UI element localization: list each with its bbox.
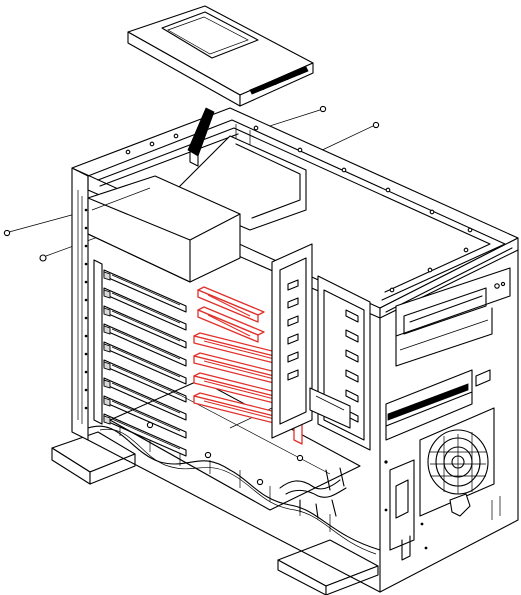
internal-cables	[279, 467, 347, 519]
optical-drive	[395, 267, 511, 367]
frame-hole	[253, 125, 259, 131]
frame-hole	[173, 133, 179, 139]
rear-vent-dot	[84, 334, 88, 338]
rear-vent-dot	[84, 352, 88, 356]
rear-vent-dot	[84, 226, 88, 230]
rear-slot-covers	[103, 269, 187, 457]
pci-slot-1	[197, 286, 265, 323]
frame-hole	[427, 267, 433, 273]
frame-hole	[297, 147, 303, 153]
rear-slot-cover-8	[103, 395, 187, 439]
rear-slot-cover-3	[103, 305, 187, 349]
drive-cage	[271, 243, 371, 451]
cage-slot-right	[345, 369, 359, 383]
rear-vent-dot	[84, 244, 88, 248]
cage-slot-left	[287, 369, 299, 381]
front-panel-lower	[384, 459, 501, 561]
pci-slot-2	[197, 306, 265, 343]
motherboard-tray	[109, 379, 361, 511]
rear-vent-dot	[84, 370, 88, 374]
cage-slot-right	[345, 309, 359, 323]
rear-vent-dot	[84, 280, 88, 284]
cage-slot-right	[345, 389, 359, 403]
rear-slot-cover-9	[103, 413, 187, 457]
drive-connector	[249, 66, 309, 95]
rear-slot-cover-1	[103, 269, 187, 313]
screw-top-2	[317, 121, 380, 153]
frame-hole	[341, 167, 347, 173]
rear-vent-dot	[84, 388, 88, 392]
cage-slot-left	[287, 315, 299, 327]
front-foot-left	[51, 431, 136, 485]
rear-slot-cover-7	[103, 377, 187, 421]
cage-slot-left	[287, 351, 299, 363]
hard-drive	[127, 5, 314, 107]
cage-slot-right	[345, 329, 359, 343]
rear-slot-cover-5	[103, 341, 187, 385]
rear-vent-dot	[84, 262, 88, 266]
cage-slot-left	[287, 333, 299, 345]
frame-holes	[125, 125, 473, 293]
floppy-bay	[385, 369, 491, 441]
frame-hole	[429, 209, 435, 215]
rear-vent-dot	[84, 208, 88, 212]
frame-hole	[125, 149, 131, 155]
front-foot-right	[277, 539, 379, 595]
rear-slot-cover-2	[103, 287, 187, 331]
cage-slot-left	[287, 297, 299, 309]
rear-slot-cover-6	[103, 359, 187, 403]
frame-hole	[463, 247, 469, 253]
power-supply	[87, 175, 241, 283]
cage-slot-right	[345, 349, 359, 363]
rear-vent-dot	[84, 406, 88, 410]
frame-hole	[389, 287, 395, 293]
rear-slot-cover-4	[103, 323, 187, 367]
frame-hole	[385, 187, 391, 193]
frame-hole	[149, 141, 155, 147]
rear-vent-dot	[84, 298, 88, 302]
frame-hole	[467, 227, 473, 233]
rear-vent-dot	[84, 316, 88, 320]
cage-slot-left	[287, 279, 299, 291]
rear-io-strip	[77, 190, 103, 425]
front-fan	[419, 407, 495, 517]
